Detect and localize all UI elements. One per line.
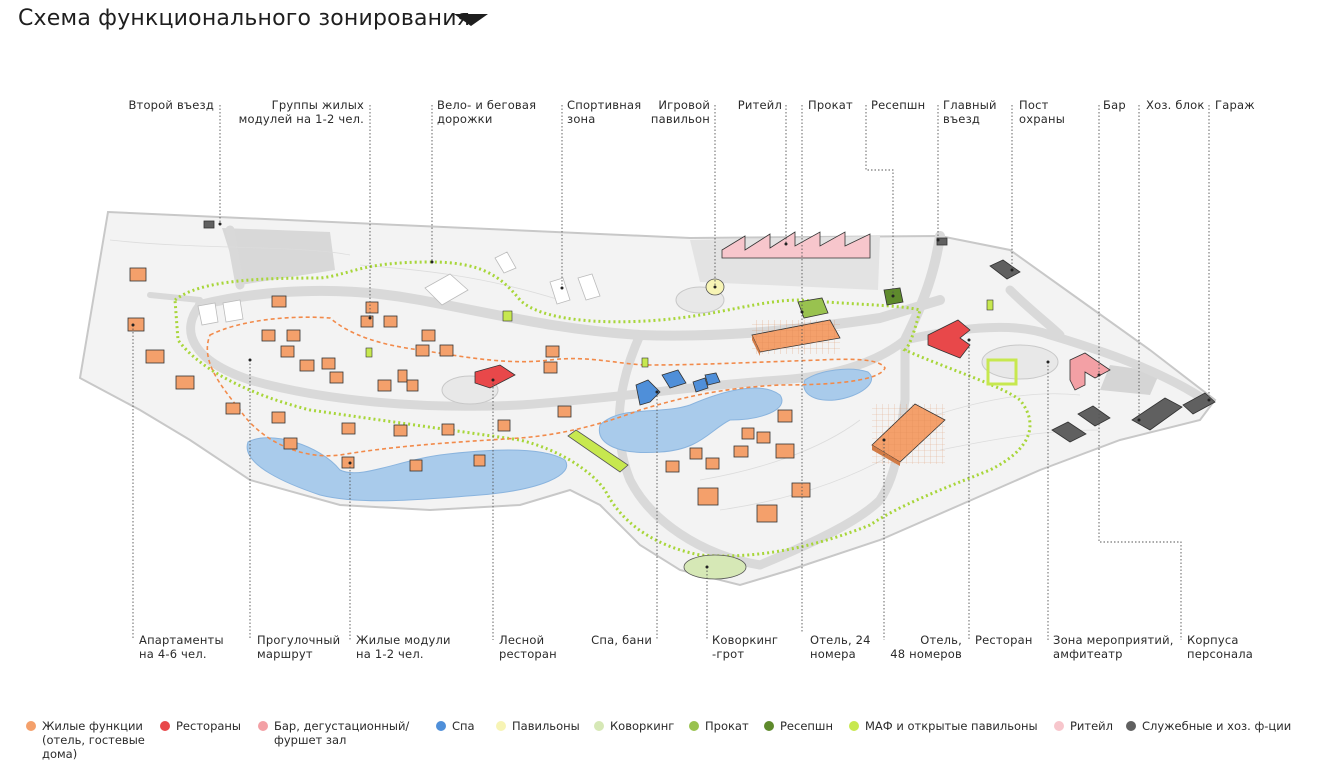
leader-dots	[131, 222, 1211, 569]
coworking-grotto	[683, 554, 747, 580]
sport-courts	[197, 251, 601, 326]
label-restaurant: Ресторан	[975, 633, 1033, 647]
label-spa: Спа, бани	[591, 633, 652, 647]
legend-item: Прокат	[689, 719, 749, 733]
walking-route	[206, 316, 886, 457]
legend-swatch	[764, 721, 774, 731]
label-living-modules: Жилые модули на 1-2 чел.	[356, 633, 451, 661]
legend-swatch	[258, 721, 268, 731]
label-staff: Корпуса персонала	[1187, 633, 1254, 661]
label-apartments: Апартаменты на 4-6 чел.	[139, 633, 224, 661]
label-second-entry: Второй въезд	[128, 98, 214, 112]
legend-item: Ресепшн	[764, 719, 833, 733]
label-game-pavilion: Игровой павильон	[650, 98, 710, 126]
label-sport: Спортивная зона	[567, 98, 642, 126]
legend-swatch	[496, 721, 506, 731]
parking-area	[222, 228, 335, 285]
legend-item: Бар, дегустационный/ фуршет зал	[258, 719, 409, 747]
legend-item: Ритейл	[1054, 719, 1113, 733]
forest-restaurant	[474, 364, 516, 389]
legend: Жилые функции (отель, гостевые дома) Рес…	[26, 719, 1316, 769]
page-title: Схема функционального зонирования	[18, 6, 471, 31]
legend-item: Жилые функции (отель, гостевые дома)	[26, 719, 145, 761]
service-buildings	[203, 220, 1216, 443]
legend-item: Рестораны	[160, 719, 241, 733]
label-utility-block: Хоз. блок	[1146, 98, 1205, 112]
legend-swatch	[436, 721, 446, 731]
spa-buildings	[635, 369, 721, 406]
label-events: Зона мероприятий, амфитеатр	[1053, 633, 1174, 661]
label-coworking: Коворкинг -грот	[712, 633, 779, 661]
label-tracks: Вело- и беговая дорожки	[437, 98, 537, 126]
event-stage	[986, 358, 1018, 386]
hotel-48	[871, 403, 946, 466]
legend-swatch	[160, 721, 170, 731]
label-main-entry: Главный въезд	[943, 98, 997, 126]
label-forest-restaurant: Лесной ресторан	[499, 633, 557, 661]
legend-item: МАФ и открытые павильоны	[849, 719, 1038, 733]
label-walk-route: Прогулочный маршрут	[257, 633, 341, 661]
residential-houses	[127, 267, 811, 523]
retail-building	[721, 231, 871, 259]
label-reception: Ресепшн	[871, 98, 926, 112]
dropdown-arrow-icon[interactable]	[454, 14, 488, 26]
label-bar: Бар	[1103, 98, 1126, 112]
legend-item: Спа	[436, 719, 475, 733]
legend-item: Павильоны	[496, 719, 580, 733]
legend-swatch	[849, 721, 859, 731]
legend-swatch	[1054, 721, 1064, 731]
label-retail: Ритейл	[737, 98, 782, 112]
legend-item: Коворкинг	[594, 719, 674, 733]
label-living-groups: Группы жилых модулей на 1-2 чел.	[238, 98, 364, 126]
label-rental: Прокат	[808, 98, 853, 112]
label-hotel48: Отель, 48 номеров	[890, 633, 962, 661]
lake-west	[246, 437, 568, 502]
maf-boundary	[173, 260, 1032, 558]
label-guard-post: Пост охраны	[1019, 98, 1065, 126]
restaurant-main	[927, 319, 971, 359]
legend-swatch	[689, 721, 699, 731]
maf-structures	[365, 299, 994, 368]
legend-swatch	[1126, 721, 1136, 731]
legend-swatch	[594, 721, 604, 731]
label-garage: Гараж	[1215, 98, 1255, 112]
legend-item: Служебные и хоз. ф-ции	[1126, 719, 1291, 733]
bridge	[567, 429, 629, 473]
leader-lines	[132, 105, 1210, 640]
lake-center	[598, 387, 783, 454]
hotel-24	[751, 319, 841, 356]
legend-swatch	[26, 721, 36, 731]
amphitheater	[981, 344, 1059, 380]
label-hotel24: Отель, 24 номера	[810, 633, 871, 661]
bar-building	[1069, 352, 1111, 391]
lake-east	[803, 368, 873, 401]
contours	[109, 239, 1101, 511]
